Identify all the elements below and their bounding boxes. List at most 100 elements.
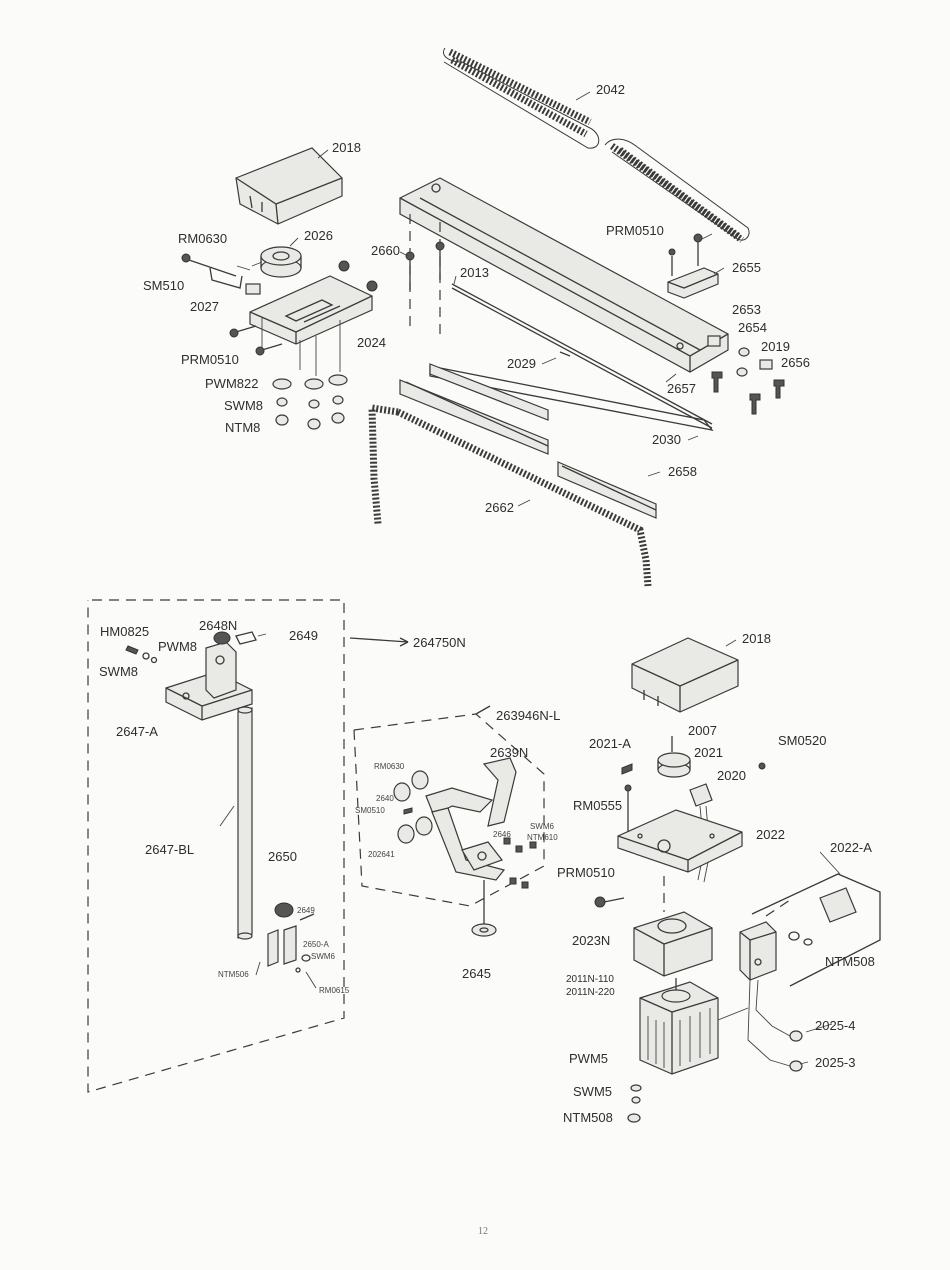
label-pwm822: PWM822 bbox=[205, 376, 259, 391]
bolts-2660 bbox=[405, 241, 445, 290]
motor-2011n bbox=[639, 978, 749, 1075]
label-2020: 2020 bbox=[717, 768, 746, 783]
label-2025-4: 2025-4 bbox=[815, 1018, 856, 1033]
label-2650-a: 2650-A bbox=[303, 940, 329, 949]
label-2029: 2029 bbox=[507, 356, 536, 371]
label-2647-bl: 2647-BL bbox=[145, 842, 195, 857]
label-2658: 2658 bbox=[668, 464, 697, 479]
label-202641: 202641 bbox=[368, 850, 395, 859]
label-2649-top: 2649 bbox=[289, 628, 318, 643]
label-ntm508-bottom: NTM508 bbox=[563, 1110, 613, 1125]
label-2013: 2013 bbox=[460, 265, 489, 280]
mount-plate-2024 bbox=[249, 275, 373, 345]
rollers-2640 bbox=[393, 770, 433, 844]
pulley-2021 bbox=[621, 736, 766, 778]
foot-2645 bbox=[471, 880, 497, 937]
label-2027: 2027 bbox=[190, 299, 219, 314]
label-2024: 2024 bbox=[357, 335, 386, 350]
page-number: 12 bbox=[478, 1226, 488, 1237]
motor-nuts bbox=[627, 1084, 642, 1123]
rod-2013 bbox=[451, 283, 713, 429]
label-2650: 2650 bbox=[268, 849, 297, 864]
label-swm5: SWM5 bbox=[573, 1084, 612, 1099]
rail-beam bbox=[399, 177, 729, 373]
label-2019: 2019 bbox=[761, 339, 790, 354]
label-2655: 2655 bbox=[732, 260, 761, 275]
label-swm6-left: SWM6 bbox=[311, 952, 335, 961]
label-prm0510-left: PRM0510 bbox=[181, 352, 239, 367]
label-sm510: SM510 bbox=[143, 278, 185, 293]
assembly-263946n-l-frame bbox=[353, 705, 545, 907]
label-2657: 2657 bbox=[667, 381, 696, 396]
label-2023n: 2023N bbox=[572, 933, 611, 948]
label-2660: 2660 bbox=[371, 243, 400, 258]
label-2649-low: 2649 bbox=[297, 906, 315, 915]
post-2647-bl bbox=[237, 706, 253, 940]
leader-lines bbox=[219, 91, 841, 1065]
gearbox-2023n bbox=[633, 876, 713, 977]
label-ntm506: NTM506 bbox=[218, 970, 249, 979]
label-pwm8: PWM8 bbox=[158, 639, 197, 654]
label-2646: 2646 bbox=[493, 830, 511, 839]
bracket-2655-group bbox=[667, 233, 785, 415]
label-sm0510: SM0510 bbox=[355, 806, 385, 815]
label-rm0630: RM0630 bbox=[178, 231, 228, 246]
label-263946n-l: 263946N-L bbox=[496, 708, 561, 723]
label-2042: 2042 bbox=[596, 82, 625, 97]
label-2018-top: 2018 bbox=[332, 140, 361, 155]
label-2653: 2653 bbox=[732, 302, 761, 317]
label-ntm610: NTM610 bbox=[527, 833, 558, 842]
label-2022: 2022 bbox=[756, 827, 785, 842]
timing-belt-2042 bbox=[443, 47, 750, 243]
cover-2018-bottom bbox=[631, 637, 739, 713]
label-2011n-110: 2011N-110 bbox=[566, 974, 614, 985]
arm-2639n bbox=[425, 757, 517, 881]
bracket-2647-a bbox=[165, 641, 253, 721]
label-rm0615: RM0615 bbox=[319, 986, 350, 995]
belt-2662 bbox=[368, 403, 652, 587]
fasteners-hm0825 bbox=[125, 645, 158, 664]
label-2639n: 2639N bbox=[490, 745, 529, 760]
label-2640: 2640 bbox=[376, 794, 394, 803]
label-2007: 2007 bbox=[688, 723, 717, 738]
label-2662: 2662 bbox=[485, 500, 514, 515]
label-2021-a: 2021-A bbox=[589, 736, 631, 751]
pulley-2026 bbox=[260, 246, 302, 278]
label-swm6-mid: SWM6 bbox=[530, 822, 554, 831]
label-sm0520: SM0520 bbox=[778, 733, 827, 748]
clamp-2650 bbox=[255, 902, 317, 989]
label-2030: 2030 bbox=[652, 432, 681, 447]
label-prm0510-bottom: PRM0510 bbox=[557, 865, 615, 880]
label-2656: 2656 bbox=[781, 355, 810, 370]
label-2025-3: 2025-3 bbox=[815, 1055, 856, 1070]
label-ntm508-right: NTM508 bbox=[825, 954, 875, 969]
label-2645: 2645 bbox=[462, 966, 491, 981]
rails-2658 bbox=[399, 363, 657, 519]
label-rm0555: RM0555 bbox=[573, 798, 623, 813]
label-2654: 2654 bbox=[738, 320, 767, 335]
label-ntm8: NTM8 bbox=[225, 420, 261, 435]
label-rm0630-small: RM0630 bbox=[374, 762, 405, 771]
label-2647-a: 2647-A bbox=[116, 724, 158, 739]
label-264750n: 264750N bbox=[413, 635, 466, 650]
assembly-264750n-frame bbox=[87, 599, 409, 1093]
label-prm0510-right: PRM0510 bbox=[606, 223, 664, 238]
label-swm8-left: SWM8 bbox=[99, 664, 138, 679]
fasteners-left-group bbox=[181, 253, 378, 430]
cover-2018-top bbox=[235, 147, 343, 225]
screw-prm0510-bottom bbox=[594, 896, 625, 908]
label-2021: 2021 bbox=[694, 745, 723, 760]
label-2022-a: 2022-A bbox=[830, 840, 872, 855]
cables-2025 bbox=[747, 979, 803, 1072]
knob-2648n bbox=[213, 631, 267, 645]
nuts-ntm610 bbox=[503, 837, 537, 889]
plate-2022 bbox=[617, 784, 743, 873]
label-swm8-top: SWM8 bbox=[224, 398, 263, 413]
label-hm0825: HM0825 bbox=[100, 624, 150, 639]
label-2648n: 2648N bbox=[199, 618, 238, 633]
label-2026: 2026 bbox=[304, 228, 333, 243]
label-pwm5: PWM5 bbox=[569, 1051, 608, 1066]
label-2018-bottom: 2018 bbox=[742, 631, 771, 646]
